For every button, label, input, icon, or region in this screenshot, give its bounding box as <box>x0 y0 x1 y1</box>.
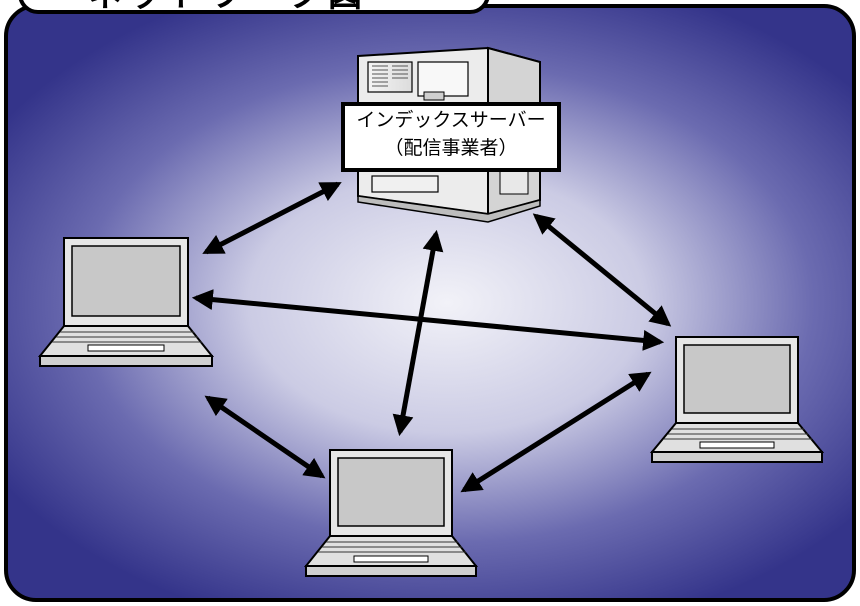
client-laptop-right <box>649 336 825 463</box>
arrow-server-client-right <box>532 213 672 327</box>
arrow-client-bottom-client-right <box>460 371 652 493</box>
diagram-title: ネットワーク図 <box>88 0 368 10</box>
arrow-client-left-client-bottom <box>204 395 326 479</box>
arrow-server-client-bottom <box>392 229 444 437</box>
server-role: （配信事業者） <box>384 137 518 159</box>
arrow-server-client-left <box>202 181 342 255</box>
server-name: インデックスサーバー <box>356 109 546 131</box>
arrow-client-left-client-right <box>191 289 665 351</box>
server-label: インデックスサーバー （配信事業者） <box>341 102 561 172</box>
client-laptop-left <box>37 237 215 367</box>
client-laptop-bottom <box>303 449 479 577</box>
diagram-title-tab: ネットワーク図 <box>18 0 490 14</box>
